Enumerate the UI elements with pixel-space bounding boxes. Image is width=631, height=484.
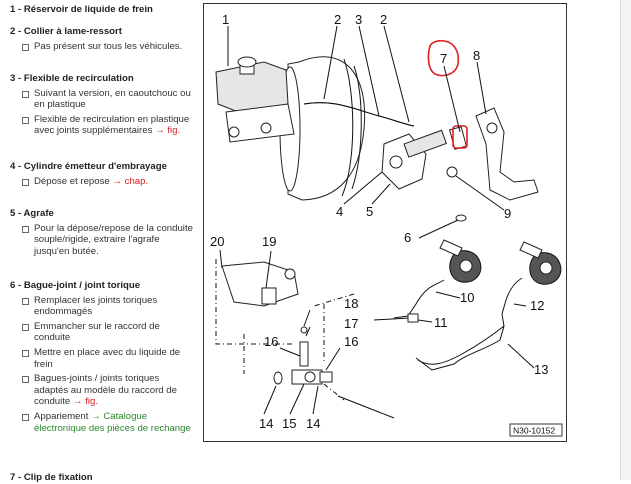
clutch-pipe-12: [415, 277, 523, 371]
callout-11: 11: [434, 315, 448, 330]
clutch-pipe-10: [393, 279, 445, 319]
callout-3: 3: [355, 12, 362, 27]
legend-item-3: 3 - Flexible de recirculation Suivant la…: [10, 73, 195, 137]
clutch-hose-11: [373, 317, 411, 321]
callout-numbers: 1 2 3 2 7 8 4 5 9 6 20 19 10 12 18 17 11…: [210, 12, 548, 431]
callout-14: 14: [259, 416, 273, 431]
legend-bullet: Flexible de recirculation en plastique a…: [10, 114, 195, 137]
callout-12: 12: [530, 298, 544, 313]
legend-bullet: Bagues-joints / joints toriques adaptés …: [10, 373, 195, 408]
legend-bullet: Pour la dépose/repose de la conduite sou…: [10, 223, 195, 258]
legend-item-4: 4 - Cylindre émetteur d'embrayage Dépose…: [10, 161, 195, 187]
o-ring: [455, 214, 467, 222]
callout-13: 13: [534, 362, 548, 377]
legend-bullet: Dépose et repose → chap.: [10, 176, 195, 188]
legend-item-title: 5 - Agrafe: [10, 208, 54, 219]
bracket-assembly: [221, 261, 299, 307]
exploded-diagram: 1 2 3 2 7 8 4 5 9 6 20 19 10 12 18 17 11…: [203, 3, 567, 442]
damper-valve: [273, 326, 333, 385]
clutch-hose-14: [337, 395, 395, 419]
legend-bullet: Mettre en place avec du liquide de frein: [10, 347, 195, 370]
callout-6: 6: [404, 230, 411, 245]
legend-item-title: 3 - Flexible de recirculation: [10, 73, 134, 84]
legend-item-title: 4 - Cylindre émetteur d'embrayage: [10, 161, 167, 172]
legend-item-title: 2 - Collier à lame-ressort: [10, 26, 122, 37]
callout-9: 9: [504, 206, 511, 221]
chapter-link[interactable]: → chap.: [112, 175, 149, 187]
legend-bullet: Emmancher sur le raccord de conduite: [10, 321, 195, 344]
callout-5: 5: [366, 204, 373, 219]
legend-item-title: 1 - Réservoir de liquide de frein: [10, 4, 153, 15]
clutch-master-cylinder: [381, 129, 458, 190]
legend-item-1: 1 - Réservoir de liquide de frein: [10, 4, 195, 16]
clutch-pipe-13: [417, 325, 505, 365]
callout-16: 16: [264, 334, 278, 349]
installation-line: [313, 293, 355, 307]
callout-10: 10: [460, 290, 474, 305]
highlight-circle: [427, 39, 460, 77]
legend-panel: 1 - Réservoir de liquide de frein 2 - Co…: [0, 0, 198, 483]
callout-7: 7: [440, 51, 447, 66]
legend-item-2: 2 - Collier à lame-ressort Pas présent s…: [10, 26, 195, 52]
clutch-pedal: [449, 107, 539, 201]
legend-item-5: 5 - Agrafe Pour la dépose/repose de la c…: [10, 208, 195, 257]
legend-item-6: 6 - Bague-joint / joint torique Remplace…: [10, 280, 195, 434]
legend-bullet: Appariement → Catalogue électronique des…: [10, 411, 195, 434]
brake-fluid-reservoir: [215, 56, 295, 143]
slave-cylinder-right: [519, 241, 562, 285]
callout-18: 18: [344, 296, 358, 311]
callout-2b: 2: [380, 12, 387, 27]
legend-bullet: Pas présent sur tous les véhicules.: [10, 41, 195, 53]
callout-15: 15: [282, 416, 296, 431]
callout-1: 1: [222, 12, 229, 27]
callout-19: 19: [262, 234, 276, 249]
callout-16b: 16: [344, 334, 358, 349]
installation-line: [323, 383, 345, 401]
callout-4: 4: [336, 204, 343, 219]
hose-fitting: [407, 313, 419, 323]
installation-line: [215, 259, 294, 345]
callout-2: 2: [334, 12, 341, 27]
legend-item-title: 6 - Bague-joint / joint torique: [10, 280, 141, 291]
catalogue-link[interactable]: → Catalogue électronique des pièces de r…: [34, 410, 191, 434]
legend-bullet: Suivant la version, en caoutchouc ou en …: [10, 88, 195, 111]
callout-17: 17: [344, 316, 358, 331]
leader-lines: [219, 25, 535, 415]
diagram-drawing: 1 2 3 2 7 8 4 5 9 6 20 19 10 12 18 17 11…: [210, 12, 563, 437]
legend-item-title: 7 - Clip de fixation: [10, 472, 93, 483]
figure-link[interactable]: → fig.: [72, 396, 99, 408]
legend-item-7: 7 - Clip de fixation: [10, 472, 195, 484]
figure-link[interactable]: → fig.: [155, 125, 181, 137]
reference-label: N30-10152: [513, 426, 555, 436]
callout-20: 20: [210, 234, 224, 249]
callout-8: 8: [473, 48, 480, 63]
reference-code: N30-10152: [509, 423, 563, 437]
slave-cylinder-left: [439, 239, 482, 283]
highlight-box: [452, 125, 468, 149]
callout-14b: 14: [306, 416, 320, 431]
scrollbar[interactable]: [620, 0, 631, 480]
legend-bullet: Remplacer les joints toriques endommagés: [10, 295, 195, 318]
